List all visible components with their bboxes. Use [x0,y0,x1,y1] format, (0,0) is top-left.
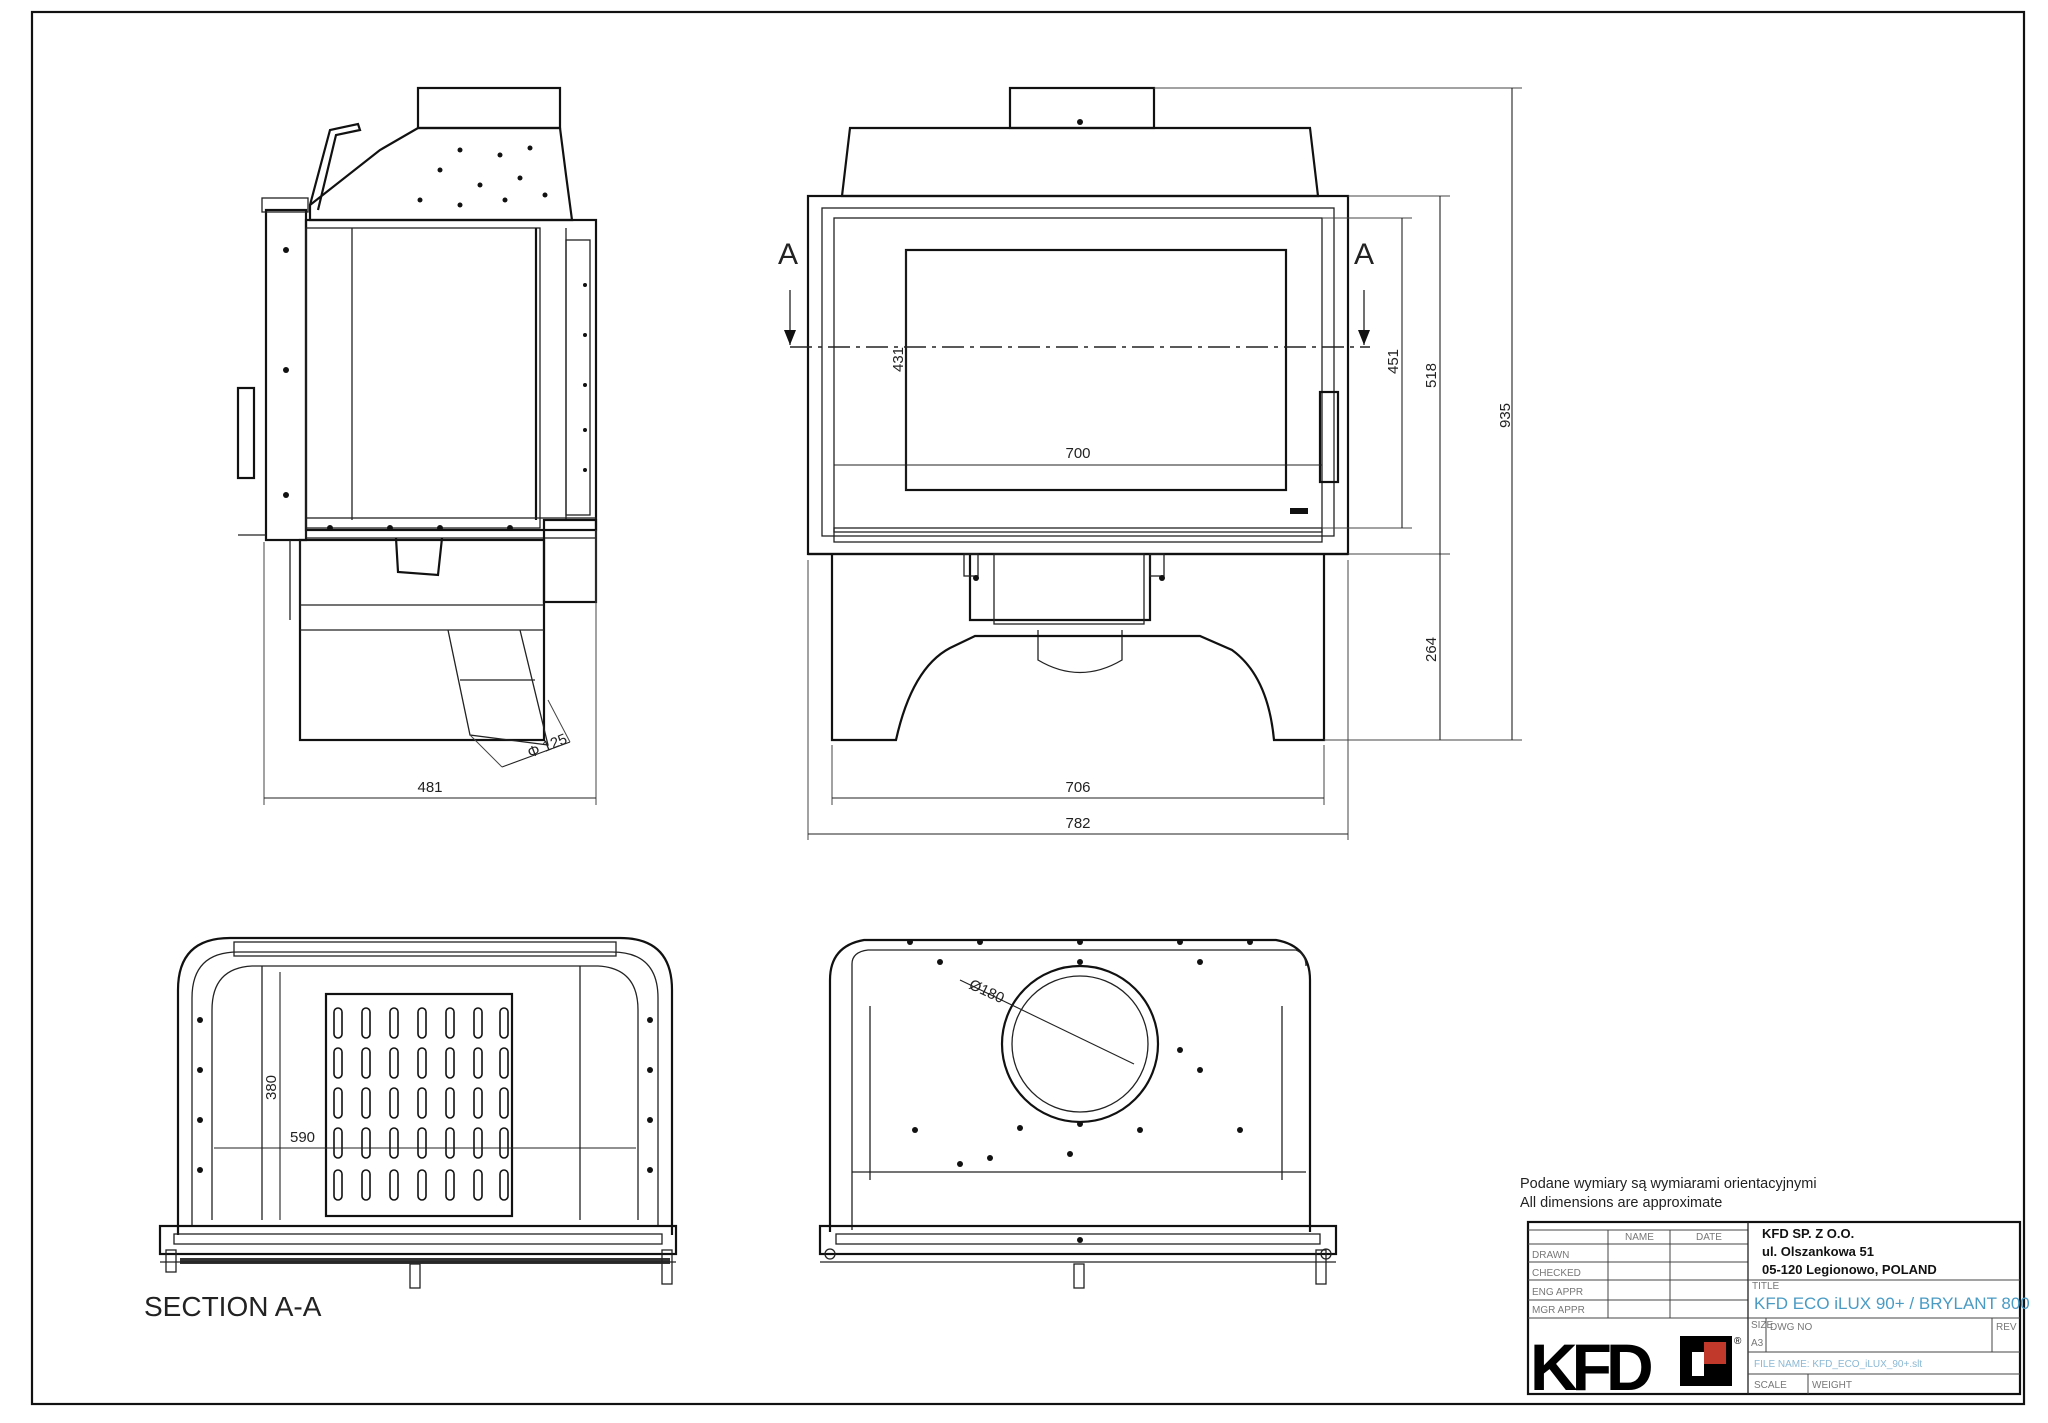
total-width-label: 782 [1065,815,1090,832]
tb-row-checked: CHECKED [1532,1268,1581,1279]
svg-text:®: ® [1734,1336,1742,1347]
tb-col-date: DATE [1696,1232,1722,1243]
tb-row-eng-appr: ENG APPR [1532,1287,1583,1298]
section-marker-left: A [778,238,798,271]
tb-weight-label: WEIGHT [1812,1380,1852,1391]
company-name: KFD SP. Z O.O. [1762,1226,1854,1241]
tb-dwg-label: DWG NO [1770,1322,1812,1333]
flue-diameter-label: Ø180 [966,976,1006,1007]
svg-text:KFD: KFD [1530,1330,1651,1404]
product-title: KFD ECO iLUX 90+ / BRYLANT 800 [1754,1294,2030,1313]
front-view: A A 431 700 706 782 451 518 [778,86,1522,840]
side-view: Φ 125 481 [236,86,598,805]
flue-outlet-circle [1000,964,1160,1124]
tb-size-value: A3 [1751,1338,1764,1349]
section-width-label: 590 [290,1129,315,1146]
sheet-border [30,10,2026,1406]
tb-size-label: SIZE [1751,1320,1774,1331]
section-title: SECTION A-A [144,1291,322,1322]
tb-row-mgr-appr: MGR APPR [1532,1305,1585,1316]
grate-slots [333,1007,509,1201]
door-height-label: 451 [1385,349,1402,374]
company-street: ul. Olszankowa 51 [1762,1244,1874,1259]
tb-scale-label: SCALE [1754,1380,1787,1391]
front-height-label: 518 [1423,363,1440,388]
section-depth-label: 380 [263,1075,280,1100]
glass-width-label: 700 [1065,445,1090,462]
glass-height-label: 431 [890,347,907,372]
tb-file-name: FILE NAME: KFD_ECO_iLUX_90+.slt [1754,1359,1922,1370]
section-marker-right: A [1354,238,1374,271]
rear-view: Ø180 [818,938,1338,1289]
kfd-logo: KFD ® [1530,1330,1742,1404]
company-city: 05-120 Legionowo, POLAND [1762,1262,1937,1277]
tb-title-tag: TITLE [1752,1281,1780,1292]
tb-col-name: NAME [1625,1232,1654,1243]
section-a-a-view: 380 590 SECTION A-A [144,936,678,1322]
base-height-label: 264 [1423,637,1440,662]
base-width-label: 706 [1065,779,1090,796]
note-english: All dimensions are approximate [1520,1195,1722,1211]
tb-rev-label: REV [1996,1322,2017,1333]
title-block: NAME DATE DRAWN CHECKED ENG APPR MGR APP… [1526,1220,2030,1404]
side-width-label: 481 [417,779,442,796]
outlet-diameter-label: Φ 125 [525,731,570,762]
note-polish: Podane wymiary są wymiarami orientacyjny… [1520,1176,1817,1192]
total-height-label: 935 [1497,403,1514,428]
tb-row-drawn: DRAWN [1532,1250,1569,1261]
